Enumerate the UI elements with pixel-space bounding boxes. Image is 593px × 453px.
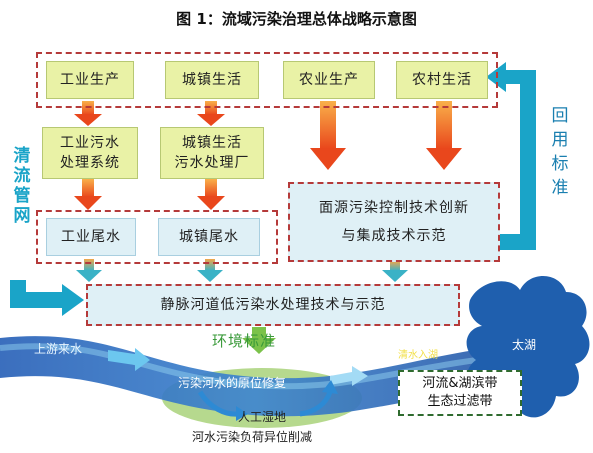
- source-urban: 城镇生活: [165, 61, 259, 99]
- source-rural: 农村生活: [396, 61, 488, 99]
- treatment-industrial: 工业污水 处理系统: [42, 127, 138, 179]
- arrow-agri: [310, 101, 346, 170]
- arrow-urban-1: [197, 101, 225, 126]
- filter-line1: 河流&湖滨带: [422, 376, 498, 391]
- left-char-1: 流: [13, 166, 31, 186]
- right-char-3: 准: [551, 178, 569, 198]
- effluent-urban: 城镇尾水: [158, 218, 260, 256]
- page-title: 图 1：流域污染治理总体战略示意图: [176, 10, 417, 28]
- treatment-industrial-line1: 工业污水: [60, 135, 120, 151]
- arrow-rural: [426, 101, 462, 170]
- sources-group: [36, 52, 498, 108]
- inflow-label: 清水入湖: [398, 350, 438, 361]
- arrow-nonpoint-down: [382, 261, 408, 282]
- env-standard-label: 环境标准: [212, 332, 277, 350]
- wetland-arrow-in: [197, 390, 239, 417]
- nonpoint-box: 面源污染控制技术创新 与集成技术示范: [288, 182, 500, 262]
- left-l-arrow: [10, 280, 84, 316]
- river-highlight: [0, 343, 511, 390]
- reduction-label: 河水污染负荷异位削减: [192, 430, 313, 444]
- effluent-industrial: 工业尾水: [46, 218, 136, 256]
- wetland-arrow-in-head: [236, 406, 248, 421]
- left-char-2: 管: [13, 186, 31, 206]
- arrow-venous-down: [242, 327, 276, 354]
- wetland-arrow-out: [299, 391, 333, 417]
- upstream-label: 上游来水: [34, 342, 83, 356]
- right-vertical-label: 回 用 标 准: [546, 106, 574, 198]
- right-char-0: 回: [551, 106, 569, 126]
- arrow-urban-2: [197, 179, 225, 210]
- arrow-urban-3: [197, 259, 223, 282]
- right-char-2: 标: [551, 154, 569, 174]
- arrow-industrial-1: [74, 101, 102, 126]
- nonpoint-line1: 面源污染控制技术创新: [319, 200, 469, 216]
- venous-box: 静脉河道低污染水处理技术与示范: [86, 284, 460, 326]
- lake-label: 太湖: [512, 338, 537, 352]
- river-arrow-1: [108, 348, 150, 371]
- treatment-urban: 城镇生活 污水处理厂: [160, 127, 264, 179]
- arrow-industrial-2: [74, 179, 102, 210]
- arrow-industrial-3: [76, 259, 102, 282]
- river-repair-label: 污染河水的原位修复: [178, 376, 287, 390]
- nonpoint-line2: 与集成技术示范: [341, 228, 447, 244]
- treatment-urban-line2: 污水处理厂: [174, 155, 250, 171]
- right-char-1: 用: [551, 130, 569, 150]
- source-agricultural: 农业生产: [283, 61, 375, 99]
- treatment-industrial-line2: 处理系统: [60, 155, 120, 171]
- filter-zone-box: 河流&湖滨带 生态过滤带: [398, 370, 522, 416]
- left-vertical-label: 清 流 管 网: [10, 146, 34, 226]
- left-char-3: 网: [13, 206, 31, 226]
- left-char-0: 清: [13, 146, 31, 166]
- source-industrial: 工业生产: [46, 61, 134, 99]
- effluent-group: [36, 210, 278, 264]
- river-arrow-2: [330, 366, 368, 386]
- filter-line2: 生态过滤带: [427, 394, 493, 409]
- wetland-arrow-out-head: [322, 380, 338, 394]
- right-return-arrow: [500, 70, 536, 250]
- treatment-urban-line1: 城镇生活: [182, 135, 242, 151]
- wetland-label: 人工湿地: [238, 410, 287, 424]
